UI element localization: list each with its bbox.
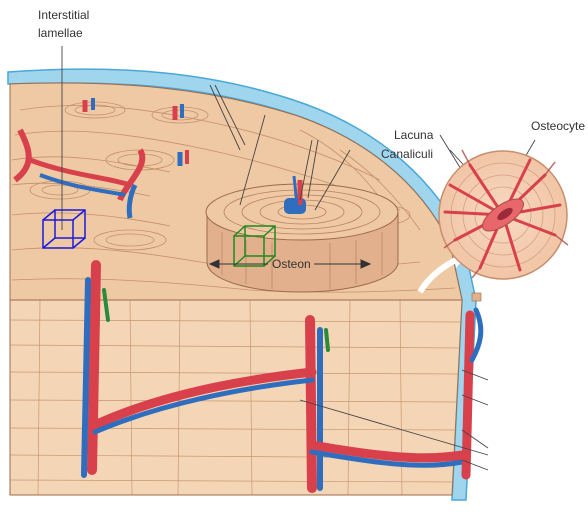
label-interstitial-lamellae-line1: Interstitial (38, 8, 89, 22)
osteocyte-magnified-view (439, 150, 568, 279)
label-osteocyte: Osteocyte (531, 119, 585, 133)
label-osteon: Osteon (272, 257, 311, 271)
label-canaliculi: Canaliculi (381, 147, 433, 161)
label-interstitial-lamellae-line2: lamellae (38, 26, 83, 40)
osteon-cylinder (206, 176, 398, 292)
label-lacuna: Lacuna (394, 128, 434, 142)
